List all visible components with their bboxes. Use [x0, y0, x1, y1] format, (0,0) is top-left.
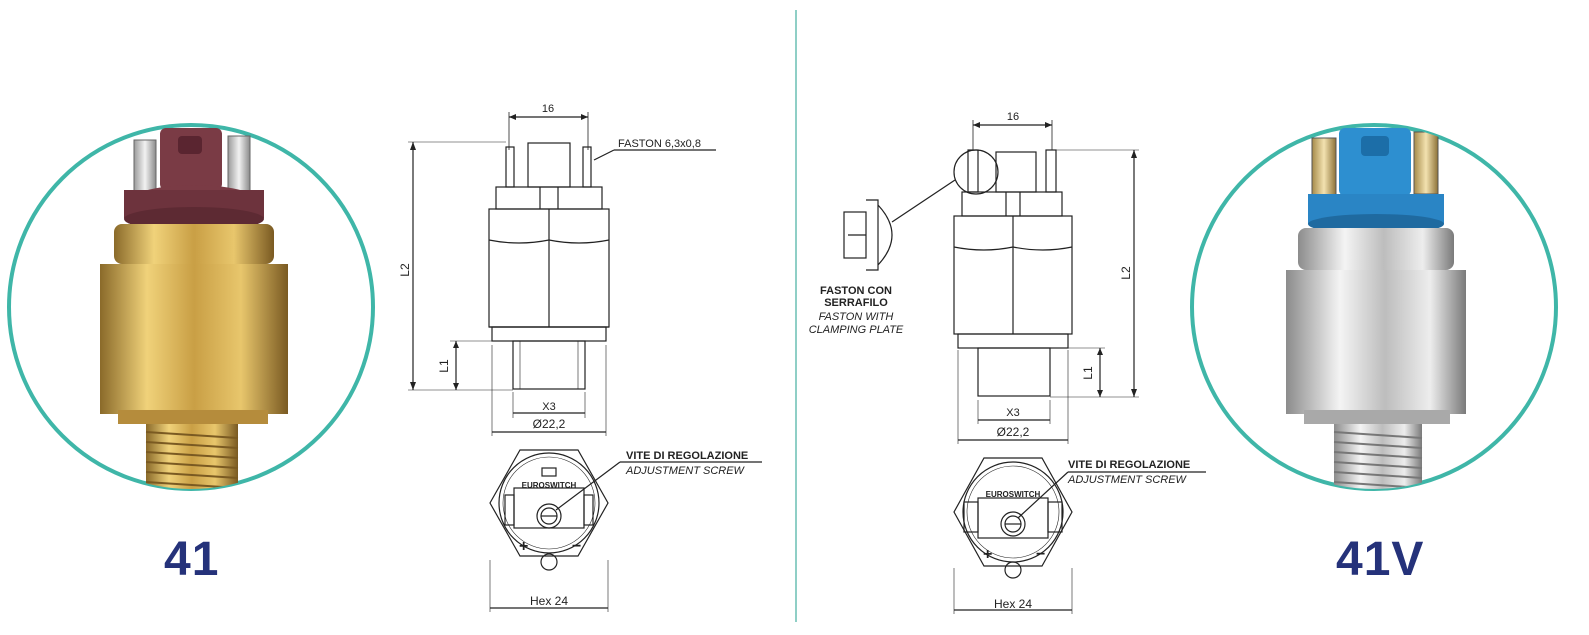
faston-label: FASTON 6,3x0,8 [618, 138, 701, 150]
plus-terminal: + [519, 538, 528, 555]
right-panel: 16 FASTON CON SERRAFILO FASTON WITH CLAM… [796, 0, 1589, 635]
dim-diameter-label: Ø22,2 [997, 425, 1030, 439]
dim-l1-label: L1 [437, 359, 451, 373]
clamp-title-line2: SERRAFILO [824, 297, 888, 309]
dim-l1-label: L1 [1081, 366, 1095, 380]
brand-label: EUROSWITCH [986, 490, 1041, 499]
left-panel-graphics: 16 FASTON 6,3x0,8 L2 L1 X3 Ø22,2 EUROSWI… [7, 103, 762, 612]
adjust-subtitle: ADJUSTMENT SCREW [625, 465, 746, 477]
adjust-subtitle: ADJUSTMENT SCREW [1067, 474, 1188, 486]
dim-diameter-label: Ø22,2 [533, 417, 566, 431]
clamp-subtitle-line2: CLAMPING PLATE [809, 324, 904, 336]
dim-x3-label: X3 [542, 401, 555, 413]
panel-divider [795, 10, 797, 622]
brand-label: EUROSWITCH [522, 481, 577, 490]
model-code-41v: 41V [1336, 533, 1425, 586]
drawing-side-view-41v [843, 120, 1139, 444]
model-code-41: 41 [164, 533, 220, 586]
minus-terminal: − [572, 538, 581, 555]
right-panel-graphics: 16 FASTON CON SERRAFILO FASTON WITH CLAM… [809, 111, 1558, 614]
drawing-top-view-41v [953, 457, 1206, 614]
adjust-title: VITE DI REGOLAZIONE [1068, 459, 1190, 471]
left-panel: 16 FASTON 6,3x0,8 L2 L1 X3 Ø22,2 EUROSWI… [7, 103, 762, 612]
dim-x3-label: X3 [1006, 407, 1019, 419]
drawing-side-view-41 [408, 112, 716, 436]
dim-16-label: 16 [1007, 111, 1019, 123]
drawing-top-view-41 [489, 449, 762, 612]
dim-l2-label: L2 [1119, 266, 1133, 280]
dim-l2-label: L2 [398, 263, 412, 277]
product-photo-41v [1190, 123, 1558, 491]
adjust-title: VITE DI REGOLAZIONE [626, 450, 748, 462]
clamp-title-line1: FASTON CON [820, 285, 892, 297]
plus-terminal: + [983, 546, 992, 563]
hex-label: Hex 24 [530, 594, 568, 608]
clamp-subtitle-line1: FASTON WITH [819, 311, 894, 323]
hex-label: Hex 24 [994, 597, 1032, 611]
minus-terminal: − [1036, 546, 1045, 563]
product-photo-41 [7, 123, 375, 491]
dim-16-label: 16 [542, 103, 554, 115]
